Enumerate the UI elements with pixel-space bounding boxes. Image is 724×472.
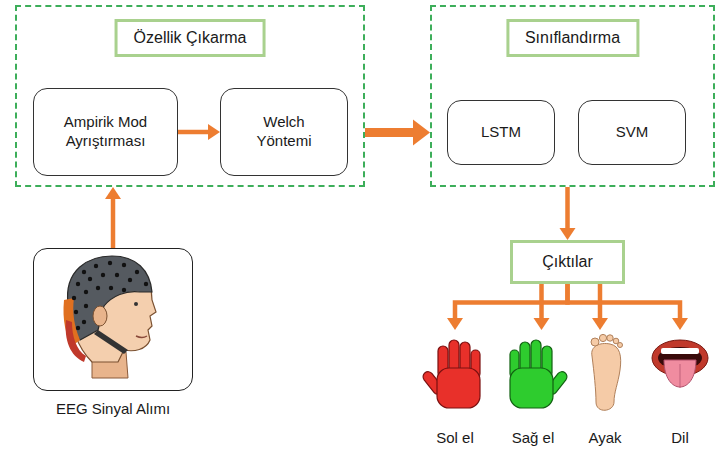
flow-arrow: [447, 284, 568, 330]
node-label: SVM: [616, 123, 649, 142]
flow-arrow: [105, 187, 121, 248]
foot: [591, 334, 623, 410]
group-frame: SınıflandırmaLSTM SVM: [430, 5, 715, 187]
node-label: Sağ el: [512, 429, 555, 448]
process-box: LSTM: [447, 100, 555, 165]
arrow-line: [568, 284, 681, 319]
group-title: Sınıflandırma: [506, 19, 639, 57]
flow-arrow: [365, 119, 430, 145]
process-box: Ampirik Mod Ayrıştırması: [33, 88, 178, 176]
flow-arrow: [178, 124, 220, 140]
arrow-head: [560, 228, 576, 240]
arrow-line: [365, 128, 414, 137]
arrow-head: [447, 318, 463, 330]
node-label: Dil: [671, 429, 689, 448]
output-item: Sağ el: [493, 330, 573, 448]
node-label: Welch Yöntemi: [235, 113, 333, 151]
node-label: Çıktılar: [542, 252, 593, 272]
right-hand: [510, 340, 569, 408]
image-frame: EEG Sinyal Alımı: [33, 248, 193, 391]
node-label: Sol el: [436, 429, 474, 448]
tongue: [652, 340, 708, 388]
arrow-line: [178, 130, 209, 135]
node-label: LSTM: [481, 123, 521, 142]
output-item: Dil: [640, 330, 720, 448]
arrow-head: [208, 124, 220, 140]
title-box: Çıktılar: [510, 240, 625, 284]
node-label: EEG Sinyal Alımı: [56, 400, 170, 419]
arrow-head: [413, 119, 430, 145]
node-label: Ayak: [588, 429, 621, 448]
output-item: Sol el: [412, 330, 498, 448]
group-title: Özellik Çıkarma: [115, 19, 266, 57]
flow-arrow: [592, 284, 608, 330]
arrow-line: [565, 187, 570, 229]
arrow-line: [455, 284, 568, 319]
process-box: SVM: [578, 100, 686, 165]
left-hand: [421, 340, 480, 408]
eeg-head: [63, 256, 156, 378]
arrow-head: [534, 318, 550, 330]
flow-arrow: [568, 284, 689, 330]
arrow-head: [105, 187, 121, 199]
process-box: Welch Yöntemi: [220, 88, 348, 176]
arrow-head: [672, 318, 688, 330]
arrow-line: [111, 198, 116, 248]
output-item: Ayak: [575, 330, 635, 448]
flow-arrow: [534, 284, 550, 330]
arrow-line: [539, 284, 544, 319]
arrow-head: [592, 318, 608, 330]
flow-arrow: [560, 187, 576, 240]
group-frame: Özellik ÇıkarmaAmpirik Mod Ayrıştırması W…: [15, 5, 365, 187]
node-label: Ampirik Mod Ayrıştırması: [48, 113, 163, 151]
